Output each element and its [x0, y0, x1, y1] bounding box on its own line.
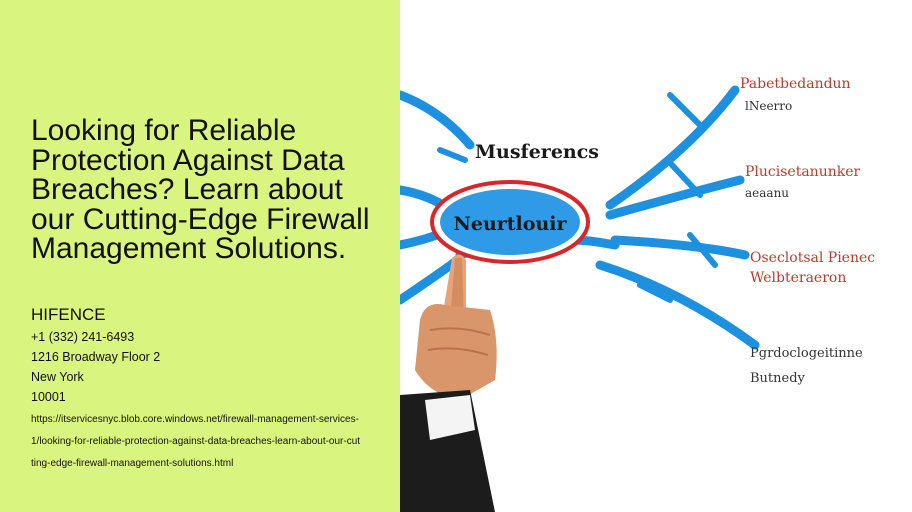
company-name: HIFENCE: [31, 305, 106, 324]
arrow-ticks: [437, 92, 718, 303]
page-url[interactable]: https://itservicesnyc.blob.core.windows.…: [31, 414, 361, 469]
mind-map-illustration: Neurtlouir Musferencs Pabetbedandun lNee…: [400, 76, 875, 512]
company-address: 1216 Broadway Floor 2: [31, 350, 161, 364]
hero-image: Neurtlouir Musferencs Pabetbedandun lNee…: [400, 0, 912, 512]
branch2-sub: aeaanu: [745, 186, 789, 200]
branch3-title: Oseclotsal Pienec: [750, 250, 875, 266]
branch4-title: Pgrdoclogeitinne: [750, 346, 863, 361]
branch4-sub: Butnedy: [750, 371, 806, 386]
company-zip: 10001: [31, 390, 66, 404]
branch1-title: Pabetbedandun: [740, 76, 851, 92]
branch1-sub: lNeerro: [745, 99, 792, 113]
branch2-title: Plucisetanunker: [745, 164, 860, 180]
info-panel: Looking for Reliable Protection Against …: [0, 0, 400, 512]
page-title: Looking for Reliable Protection Against …: [31, 114, 370, 265]
company-phone: +1 (332) 241-6493: [31, 330, 135, 344]
branch3-sub: Welbteraeron: [750, 270, 846, 286]
center-node: [440, 189, 580, 255]
top-label: Musferencs: [475, 141, 599, 163]
company-city: New York: [31, 370, 84, 384]
center-label: Neurtlouir: [454, 213, 568, 235]
pointing-hand-icon: [400, 254, 497, 512]
